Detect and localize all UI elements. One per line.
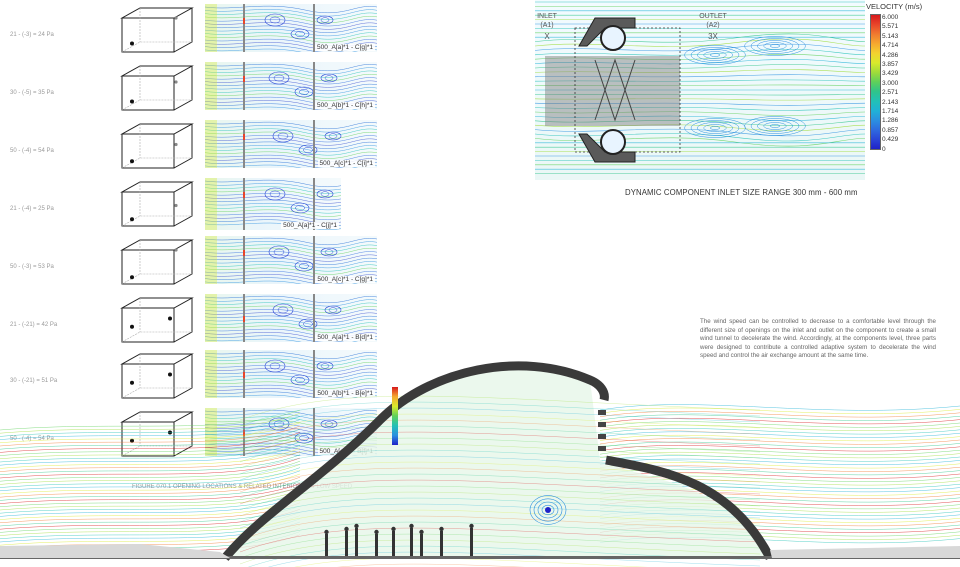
airflow-simulation: 500_A[c]*1 - C[g]*1 bbox=[205, 236, 377, 284]
airflow-simulation: 500_A[a]*1 - C[g]*1 bbox=[205, 4, 377, 52]
simulation-label: 500_A[a]*1 - C[j]*1 bbox=[281, 222, 339, 229]
airflow-simulation: 500_A[c]*1 - C[i]*1 bbox=[205, 120, 377, 168]
legend-tick: 3.857 bbox=[882, 61, 899, 68]
legend-color-bar bbox=[870, 14, 881, 150]
inlet-dot bbox=[130, 275, 134, 280]
inlet-dot bbox=[130, 324, 134, 329]
legend-title: VELOCITY (m/s) bbox=[866, 2, 923, 11]
streamline-plot bbox=[535, 1, 865, 174]
pressure-label: 21 - (-21) = 42 Pa bbox=[10, 322, 58, 328]
opening-location-box bbox=[120, 7, 194, 53]
simulation-label: 500_A[b]*1 - C[h]*1 bbox=[314, 102, 375, 109]
building-section-airflow bbox=[0, 361, 960, 567]
simulation-label: 500_A[c]*1 - C[g]*1 bbox=[315, 276, 375, 283]
simulation-label: 500_A[c]*1 - C[i]*1 bbox=[317, 160, 375, 167]
legend-tick: 6.000 bbox=[882, 14, 899, 21]
opening-location-box bbox=[120, 65, 194, 111]
figure-caption: FIGURE 070.1 OPENING LOCATIONS & RELATED… bbox=[132, 484, 353, 490]
inlet-dot bbox=[130, 380, 134, 385]
airflow-simulation: 500_A[b]*1 - B[e]*1 bbox=[205, 350, 377, 398]
airflow-simulation: 500_A[a]*1 - C[j]*1 bbox=[205, 178, 341, 230]
inlet-size-range-title: DYNAMIC COMPONENT INLET SIZE RANGE 300 m… bbox=[625, 188, 858, 197]
simulation-label: 500_A[a]*1 - C[g]*1 bbox=[314, 44, 375, 51]
legend-tick: 1.286 bbox=[882, 117, 899, 125]
outlet-dot bbox=[174, 16, 178, 20]
inlet-dot bbox=[130, 159, 134, 164]
opening-location-box bbox=[120, 297, 194, 343]
inlet-label: INLET (A1) X bbox=[537, 13, 557, 41]
pressure-label: 21 - (-3) = 24 Pa bbox=[10, 32, 54, 38]
outlet-dot bbox=[174, 248, 178, 252]
legend-tick: 2.571 bbox=[882, 89, 899, 97]
legend-tick: 0.429 bbox=[882, 136, 899, 144]
inlet-dot bbox=[130, 217, 134, 222]
legend-tick: 5.143 bbox=[882, 32, 899, 40]
legend-tick: 5.571 bbox=[882, 23, 899, 31]
simulation-label: 500_A[a]*1 - B[d]*1 bbox=[315, 334, 375, 341]
airflow-simulation: 500_A[a]*1 - B[d]*1 bbox=[205, 294, 377, 342]
legend-tick: 0 bbox=[882, 145, 886, 153]
description-paragraph: The wind speed can be controlled to decr… bbox=[700, 318, 936, 359]
inlet-dot bbox=[130, 99, 134, 104]
outlet-dot bbox=[174, 203, 178, 208]
pressure-label: 50 - (-4) = 54 Pa bbox=[10, 148, 54, 154]
pressure-label: 30 - (-5) = 35 Pa bbox=[10, 90, 54, 96]
inlet-dot bbox=[130, 41, 134, 46]
legend-tick: 3.429 bbox=[882, 70, 899, 78]
pressure-label: 50 - (-3) = 53 Pa bbox=[10, 264, 54, 270]
legend-tick: 4.714 bbox=[882, 42, 899, 50]
inlet-dot bbox=[130, 438, 134, 443]
outlet-dot bbox=[174, 80, 178, 84]
legend-tick: 2.143 bbox=[882, 98, 899, 106]
legend-tick: 4.286 bbox=[882, 51, 899, 59]
opening-location-box bbox=[120, 411, 194, 457]
opening-location-box bbox=[120, 123, 194, 169]
outlet-dot bbox=[174, 142, 178, 147]
pressure-label: 50 - (-4) = 54 Pa bbox=[10, 436, 54, 442]
airflow-simulation: 500_A[b]*1 - C[h]*1 bbox=[205, 62, 377, 110]
outlet-label: OUTLET (A2) 3X bbox=[699, 13, 727, 41]
outlet-dot bbox=[168, 316, 172, 321]
dynamic-component-diagram: INLET (A1) X OUTLET (A2) 3X bbox=[535, 0, 865, 180]
opening-location-box bbox=[120, 239, 194, 285]
outlet-dot bbox=[168, 372, 172, 377]
simulation-label: 500_A[b]*1 - B[e]*1 bbox=[315, 390, 375, 397]
legend-tick: 0.857 bbox=[882, 126, 899, 134]
pressure-label: 21 - (-4) = 25 Pa bbox=[10, 206, 54, 212]
legend-tick: 1.714 bbox=[882, 108, 899, 115]
opening-location-box bbox=[120, 181, 194, 227]
legend-tick: 3.000 bbox=[882, 79, 899, 87]
pressure-label: 30 - (-21) = 51 Pa bbox=[10, 378, 58, 384]
opening-location-box bbox=[120, 353, 194, 399]
mini-color-scale bbox=[392, 387, 398, 445]
